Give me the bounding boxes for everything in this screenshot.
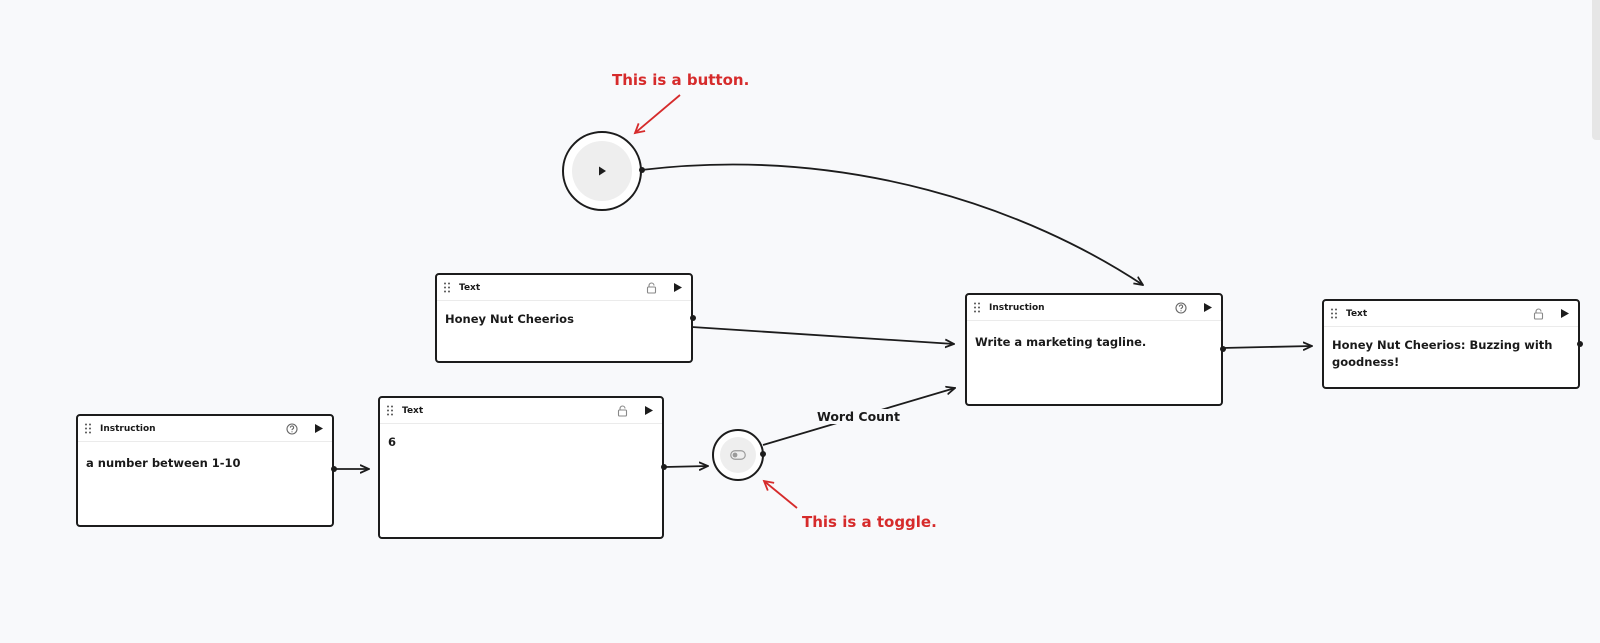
node-content[interactable]: Honey Nut Cheerios: Buzzing with goodnes… xyxy=(1332,338,1553,369)
toggle-switch[interactable] xyxy=(720,437,756,473)
node-header[interactable]: Text xyxy=(380,398,662,424)
text-node-top-output-port[interactable] xyxy=(690,315,696,321)
play-icon xyxy=(673,283,682,292)
help-icon xyxy=(1175,301,1187,314)
instruction-node-main-output-port[interactable] xyxy=(1220,346,1226,352)
play-icon xyxy=(1203,303,1212,312)
drag-handle-icon[interactable] xyxy=(443,282,451,293)
annotation-button: This is a button. xyxy=(612,71,750,89)
scrollbar-edge[interactable] xyxy=(1592,0,1600,140)
node-header[interactable]: Instruction xyxy=(78,416,332,442)
annotation-toggle: This is a toggle. xyxy=(802,513,937,531)
annotation-arrow-button xyxy=(633,94,681,135)
edge-text-to-instruction xyxy=(691,326,954,344)
drag-handle-icon[interactable] xyxy=(386,405,394,416)
edge-label-word-count: Word Count xyxy=(815,409,902,424)
play-button-output-port[interactable] xyxy=(639,167,645,173)
node-type-label: Instruction xyxy=(989,302,1045,313)
text-node-top[interactable]: Text Honey Nut Cheerios xyxy=(435,273,693,363)
annotation-arrow-toggle xyxy=(762,479,798,509)
instruction-node-left-output-port[interactable] xyxy=(331,466,337,472)
text-node-result-output-port[interactable] xyxy=(1577,341,1583,347)
node-header[interactable]: Text xyxy=(1324,301,1578,327)
edge-number-to-toggle xyxy=(664,466,708,467)
node-type-label: Text xyxy=(1346,308,1368,319)
drag-handle-icon[interactable] xyxy=(84,423,92,434)
play-button[interactable] xyxy=(572,141,632,201)
instruction-node-left[interactable]: Instruction a number between 1-10 xyxy=(76,414,334,527)
play-button-node xyxy=(562,131,642,211)
run-button[interactable] xyxy=(640,403,656,419)
play-icon xyxy=(1560,309,1569,318)
run-button[interactable] xyxy=(1556,306,1572,322)
lock-icon xyxy=(617,404,627,417)
edge-instruction-to-result xyxy=(1221,346,1312,348)
run-button[interactable] xyxy=(310,421,326,437)
node-content[interactable]: 6 xyxy=(388,435,397,449)
node-type-label: Text xyxy=(459,282,481,293)
run-button[interactable] xyxy=(669,280,685,296)
help-icon xyxy=(286,422,298,435)
toggle-output-port[interactable] xyxy=(760,451,766,457)
play-icon xyxy=(599,166,606,176)
node-header[interactable]: Text xyxy=(437,275,691,301)
node-content[interactable]: Write a marketing tagline. xyxy=(975,335,1147,349)
drag-handle-icon[interactable] xyxy=(973,302,981,313)
text-node-result[interactable]: Text Honey Nut Cheerios: Buzzing with go… xyxy=(1322,299,1580,389)
node-header[interactable]: Instruction xyxy=(967,295,1221,321)
lock-icon xyxy=(646,281,656,294)
play-icon xyxy=(314,424,323,433)
node-content[interactable]: Honey Nut Cheerios xyxy=(445,312,574,326)
lock-icon xyxy=(1533,307,1543,320)
lock-button[interactable] xyxy=(614,403,630,419)
node-type-label: Text xyxy=(402,405,424,416)
instruction-node-main[interactable]: Instruction Write a marketing tagline. xyxy=(965,293,1223,406)
toggle-icon xyxy=(730,450,746,460)
edge-button-to-instruction xyxy=(640,163,1143,285)
lock-button[interactable] xyxy=(1530,306,1546,322)
help-button[interactable] xyxy=(284,421,300,437)
help-button[interactable] xyxy=(1173,300,1189,316)
node-content[interactable]: a number between 1-10 xyxy=(86,456,241,470)
lock-button[interactable] xyxy=(643,280,659,296)
text-node-number[interactable]: Text 6 xyxy=(378,396,664,539)
text-node-number-output-port[interactable] xyxy=(661,464,667,470)
drag-handle-icon[interactable] xyxy=(1330,308,1338,319)
run-button[interactable] xyxy=(1199,300,1215,316)
toggle-node xyxy=(712,429,764,481)
node-type-label: Instruction xyxy=(100,423,156,434)
play-icon xyxy=(644,406,653,415)
